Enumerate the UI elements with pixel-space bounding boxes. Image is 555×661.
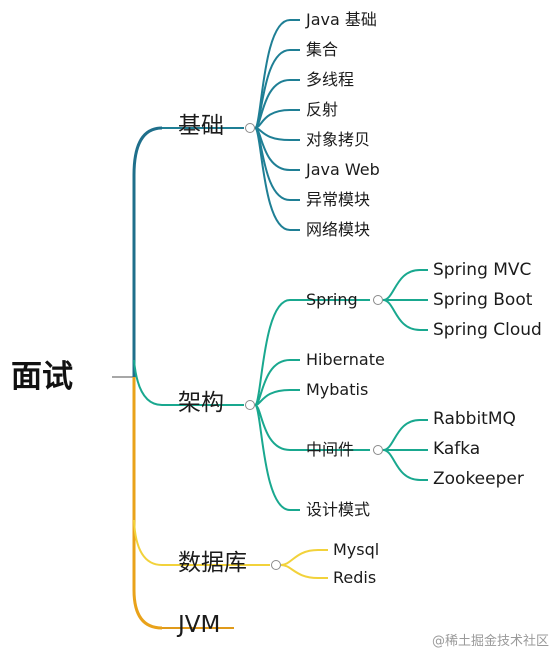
leaf-java-basics[interactable]: Java 基础 [306, 10, 377, 29]
leaf-reflection[interactable]: 反射 [306, 100, 339, 119]
collapse-spring[interactable] [373, 295, 383, 305]
leaf-multithreading[interactable]: 多线程 [306, 70, 355, 89]
leaf-java-web[interactable]: Java Web [306, 160, 380, 179]
branch-arch[interactable]: 架构 [178, 390, 224, 416]
leaf-rabbitmq[interactable]: RabbitMQ [433, 409, 516, 429]
spring-links [382, 269, 428, 331]
node-spring[interactable]: Spring [306, 290, 358, 309]
leaf-hibernate[interactable]: Hibernate [306, 350, 385, 369]
branch-basic[interactable]: 基础 [178, 113, 224, 139]
collapse-db[interactable] [271, 560, 281, 570]
leaf-network[interactable]: 网络模块 [306, 220, 371, 239]
leaf-kafka[interactable]: Kafka [433, 439, 481, 459]
leaf-mysql[interactable]: Mysql [333, 540, 380, 559]
leaf-object-copy[interactable]: 对象拷贝 [306, 130, 371, 149]
basic-links [254, 19, 300, 231]
leaf-spring-cloud[interactable]: Spring Cloud [433, 320, 542, 340]
trunk-upper [132, 126, 163, 377]
leaf-design-patterns[interactable]: 设计模式 [306, 500, 371, 519]
collapse-arch[interactable] [245, 400, 255, 410]
collapse-basic[interactable] [245, 123, 255, 133]
leaf-mybatis[interactable]: Mybatis [306, 380, 369, 399]
branch-db[interactable]: 数据库 [178, 550, 247, 576]
leaf-spring-mvc[interactable]: Spring MVC [433, 260, 532, 280]
trunk-lower [132, 377, 163, 630]
watermark-text: @稀土掘金技术社区 [431, 634, 549, 649]
leaf-collections[interactable]: 集合 [306, 40, 339, 59]
link-db [133, 519, 163, 566]
middleware-links [382, 419, 428, 481]
root-node[interactable]: 面试 [11, 359, 73, 395]
db-links [280, 549, 328, 579]
branch-jvm[interactable]: JVM [178, 612, 221, 638]
arch-links [254, 299, 370, 511]
leaf-spring-boot[interactable]: Spring Boot [433, 290, 533, 310]
leaf-zookeeper[interactable]: Zookeeper [433, 469, 524, 489]
link-arch [133, 359, 163, 406]
leaf-redis[interactable]: Redis [333, 568, 377, 587]
node-middleware[interactable]: 中间件 [306, 440, 355, 459]
collapse-middleware[interactable] [373, 445, 383, 455]
leaf-exceptions[interactable]: 异常模块 [306, 190, 371, 209]
